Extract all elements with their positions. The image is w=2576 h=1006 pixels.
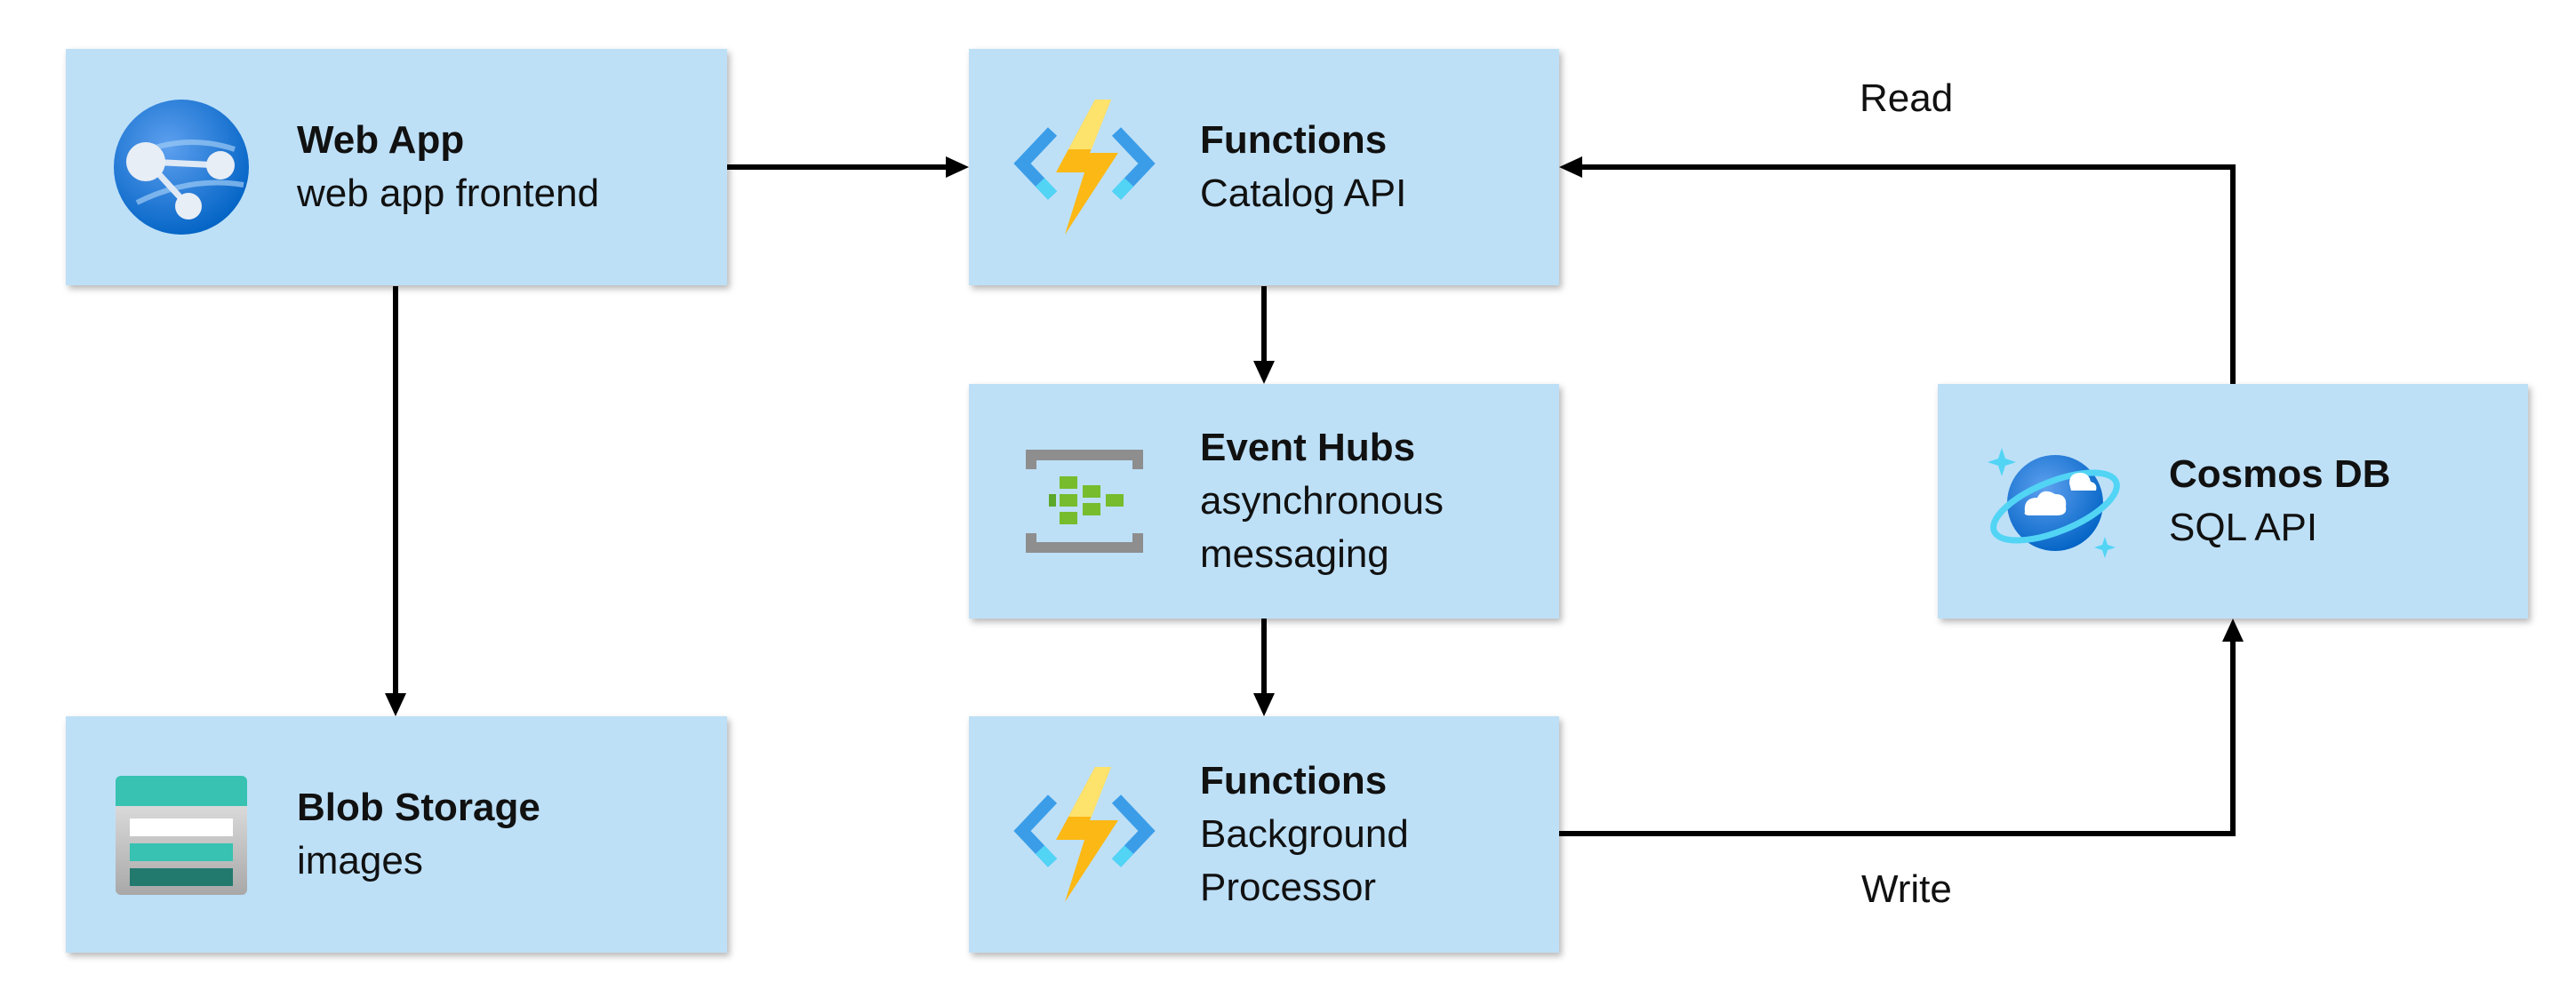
arrowhead xyxy=(2222,619,2244,642)
node-title: Web App xyxy=(297,118,465,162)
node-text: Event Hubs asynchronous messaging xyxy=(1200,421,1550,581)
node-subtitle: SQL API xyxy=(2169,506,2318,549)
functions-icon xyxy=(1013,100,1156,235)
arrowhead xyxy=(1559,156,1582,178)
node-text: Web App web app frontend xyxy=(297,114,718,220)
node-text: Functions Background Processor xyxy=(1200,754,1550,914)
blob-storage-icon xyxy=(116,776,247,895)
node-subtitle: Catalog API xyxy=(1200,172,1407,215)
node-text: Functions Catalog API xyxy=(1200,114,1550,220)
cosmos-db-icon xyxy=(1988,448,2120,558)
arrowhead xyxy=(1253,693,1275,716)
node-subtitle: asynchronous messaging xyxy=(1200,479,1444,576)
web-app-icon xyxy=(114,100,249,235)
node-title: Functions xyxy=(1200,118,1388,162)
edge-label-write: Write xyxy=(1861,867,1952,911)
node-cosmos-db[interactable]: Cosmos DB SQL API xyxy=(1938,384,2528,619)
node-subtitle: images xyxy=(297,839,423,882)
node-text: Blob Storage images xyxy=(297,781,718,888)
event-hubs-icon xyxy=(1026,450,1143,553)
node-title: Blob Storage xyxy=(297,786,540,829)
node-functions-catalog[interactable]: Functions Catalog API xyxy=(969,49,1559,285)
arrowhead xyxy=(1253,361,1275,384)
node-blob-storage[interactable]: Blob Storage images xyxy=(66,716,727,953)
node-subtitle: web app frontend xyxy=(297,172,600,215)
node-event-hubs[interactable]: Event Hubs asynchronous messaging xyxy=(969,384,1559,619)
node-text: Cosmos DB SQL API xyxy=(2169,448,2519,555)
edge-label-read: Read xyxy=(1860,76,1954,120)
node-subtitle: Background Processor xyxy=(1200,812,1409,909)
node-title: Cosmos DB xyxy=(2169,452,2391,496)
node-title: Event Hubs xyxy=(1200,426,1416,469)
arrowhead xyxy=(385,693,406,716)
node-functions-background[interactable]: Functions Background Processor xyxy=(969,716,1559,953)
node-web-app[interactable]: Web App web app frontend xyxy=(66,49,727,285)
arrowhead xyxy=(946,156,969,178)
node-title: Functions xyxy=(1200,759,1388,802)
edge-background-to-cosmos xyxy=(1559,642,2236,836)
edge-cosmos-to-catalog xyxy=(1582,164,2236,384)
functions-icon xyxy=(1013,767,1156,902)
